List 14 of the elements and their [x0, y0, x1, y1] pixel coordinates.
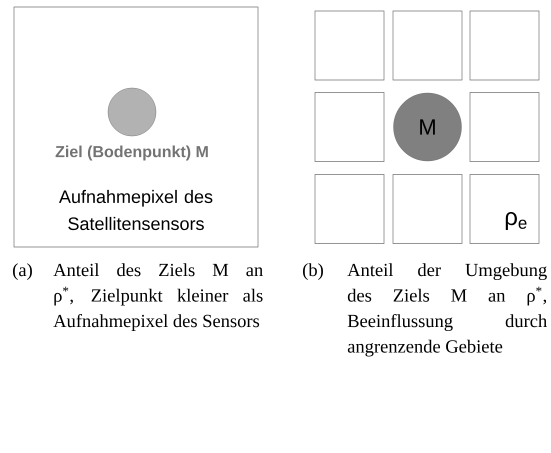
target-label: Ziel (Bodenpunkt) M — [56, 146, 208, 160]
grid-cell — [470, 92, 540, 162]
subfigure-label: (b) — [303, 263, 323, 280]
grid-cell — [314, 92, 384, 162]
grid-cell — [392, 10, 462, 80]
caption-text: Anteil des Ziels M an ρ$^{*}$, Zielpunkt kleiner als Aufnahmepixel des Sensors — [53, 263, 263, 331]
target-circle — [108, 88, 156, 136]
grid-cell: ρ$_{e}$ — [470, 174, 540, 244]
grid-cell — [314, 10, 384, 80]
caption-text: Anteil der Umgebung des Ziels M an ρ$^{*}$, Beeinflussung durch angrenzende Gebiete — [347, 263, 547, 357]
grid-cell — [314, 174, 384, 244]
subfigure-label: (a) — [13, 263, 32, 280]
grid-cell — [470, 10, 540, 80]
grid-cell — [392, 174, 462, 244]
